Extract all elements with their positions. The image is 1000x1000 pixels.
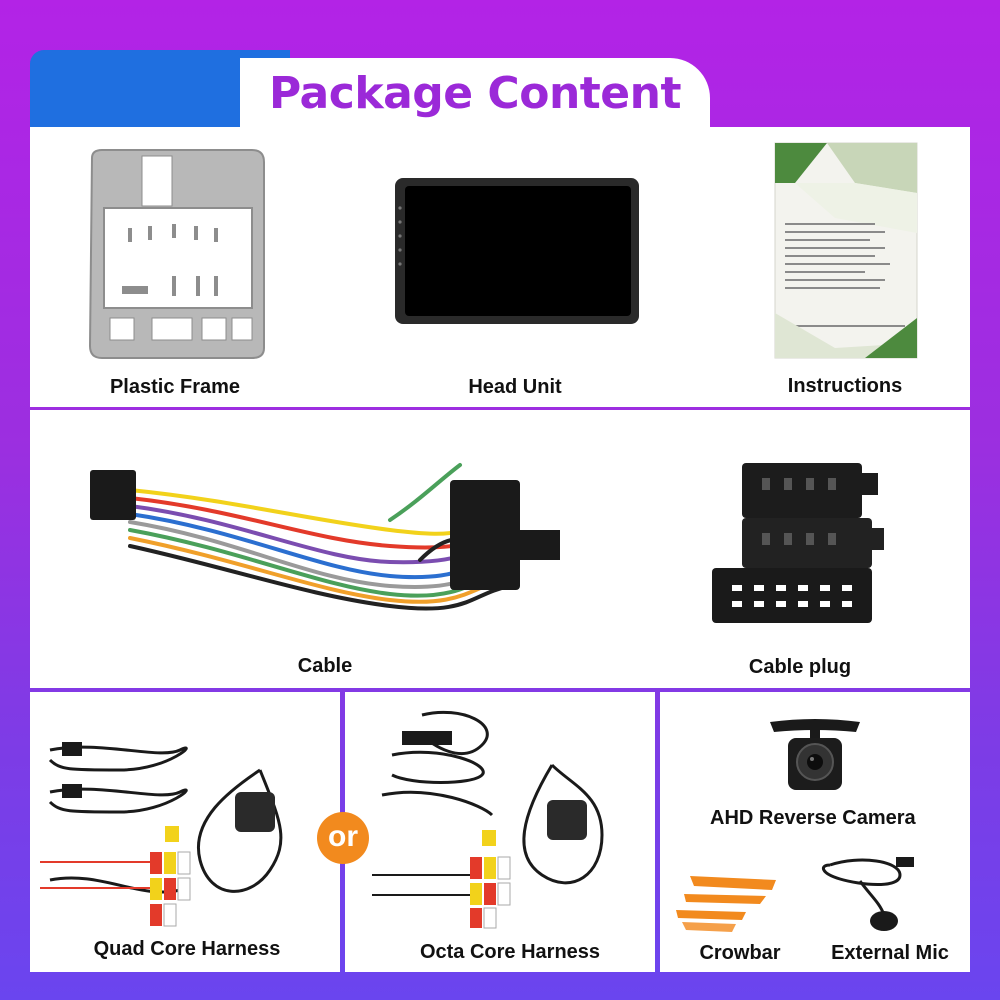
quad-core-harness-image <box>40 742 283 927</box>
or-text: or <box>328 820 358 853</box>
or-badge: or <box>317 812 369 864</box>
plastic-frame-image <box>88 149 265 359</box>
quad-core-harness-label: Quad Core Harness <box>93 938 281 960</box>
crowbar-label: Crowbar <box>699 942 781 964</box>
crowbar-image <box>676 876 776 932</box>
title-tab <box>240 58 710 128</box>
octa-core-harness-image <box>372 710 604 929</box>
head-unit-label: Head Unit <box>468 376 562 398</box>
octa-core-harness-label: Octa Core Harness <box>419 941 601 963</box>
cable-label: Cable <box>297 655 353 677</box>
head-unit-image <box>395 178 639 324</box>
quad-harness-panel <box>30 692 340 972</box>
reverse-camera-image <box>770 719 860 790</box>
instructions-label: Instructions <box>787 375 903 397</box>
cable-image <box>90 463 560 611</box>
page-title: Package Content <box>268 68 682 119</box>
plastic-frame-label: Plastic Frame <box>109 376 241 398</box>
cable-plug-label: Cable plug <box>748 656 852 678</box>
reverse-camera-label: AHD Reverse Camera <box>710 807 916 829</box>
instructions-booklet-image <box>774 142 918 359</box>
external-mic-image <box>821 857 914 931</box>
cable-plug-image <box>712 463 884 623</box>
external-mic-label: External Mic <box>831 942 949 964</box>
